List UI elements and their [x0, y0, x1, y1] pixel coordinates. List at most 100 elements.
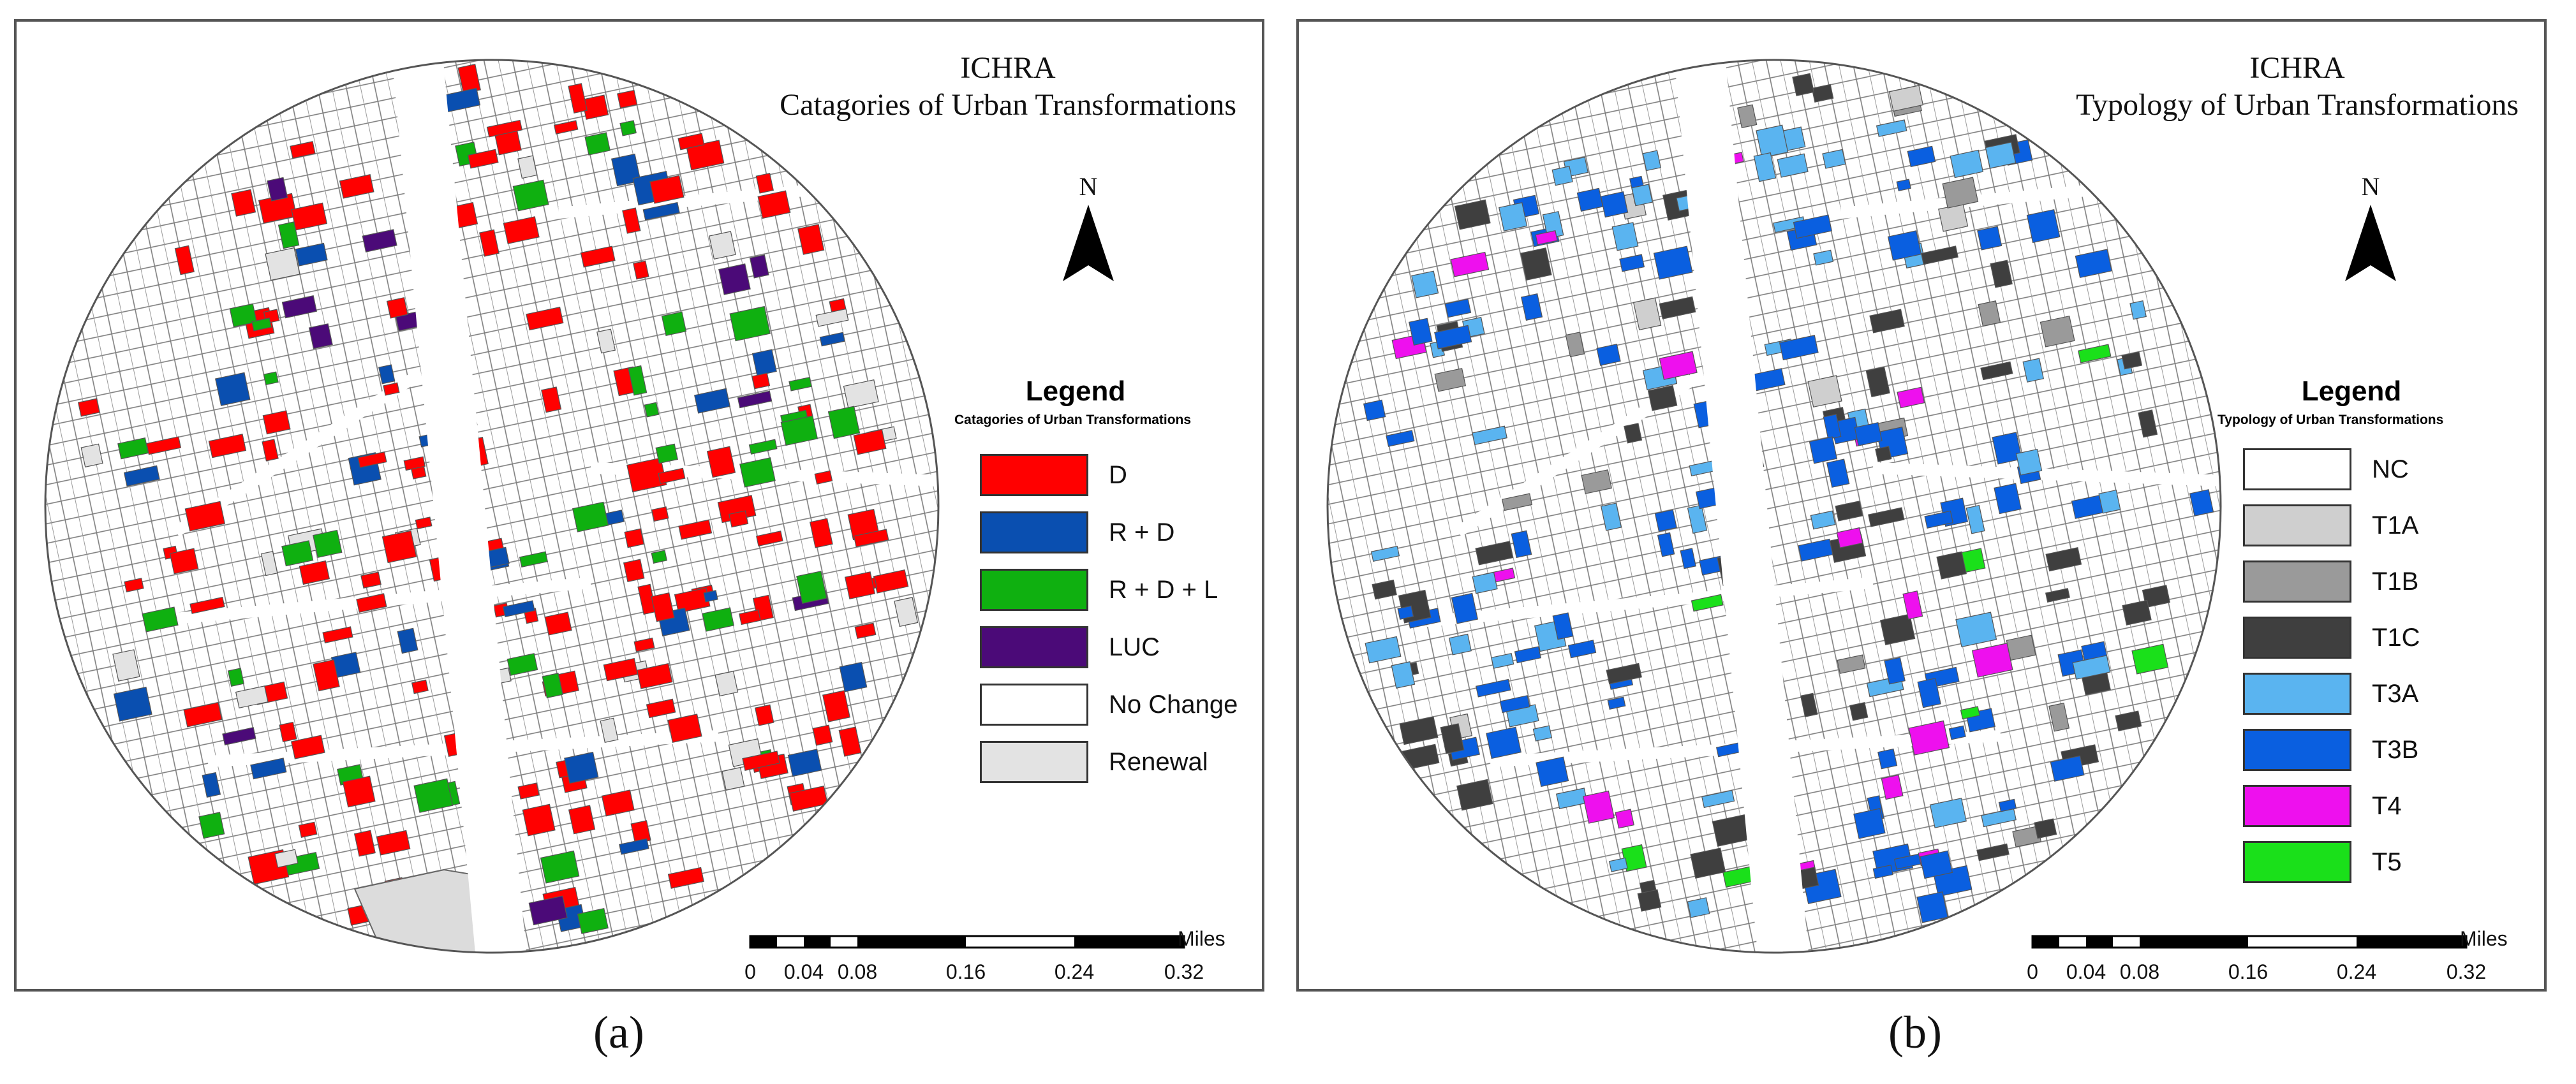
transformed-parcel: [222, 727, 256, 745]
legend-label: LUC: [1109, 633, 1160, 661]
transformed-parcel: [1551, 166, 1573, 186]
transformed-parcel: [644, 402, 660, 418]
map-title-line2: Typology of Urban Transformations: [2076, 88, 2519, 122]
transformed-parcel: [1454, 199, 1491, 230]
legend-items: NC T1A T1B T1C T3A T3B T4 T5: [2217, 447, 2517, 884]
transformed-parcel: [1476, 678, 1511, 698]
transformed-parcel: [819, 332, 845, 347]
study-area-boundary: [1326, 59, 2222, 954]
transformed-parcel: [1985, 142, 2017, 169]
transformed-parcel: [843, 379, 879, 409]
legend-label: R + D + L: [1109, 575, 1218, 604]
transformed-parcel: [1977, 226, 2002, 251]
transformed-parcel: [342, 775, 376, 808]
map-panel-a: ICHRA Catagories of Urban Transformation…: [14, 19, 1264, 992]
scale-tick: 0.24: [2336, 960, 2377, 983]
transformed-parcel: [622, 207, 641, 234]
transformed-parcel: [1391, 661, 1416, 689]
transformed-parcel: [749, 254, 769, 279]
scale-tick: 0: [744, 960, 756, 983]
legend-swatch: [980, 569, 1088, 611]
transformed-parcel: [703, 590, 718, 603]
scale-bar-graphic: [749, 935, 1185, 949]
transformed-parcel: [633, 637, 655, 652]
transformed-parcel: [202, 772, 221, 798]
scale-bar: Miles 0 0.04 0.08 0.16 0.24 0.32: [2026, 927, 2511, 989]
transformed-parcel: [1990, 260, 2013, 288]
transformed-parcel: [853, 428, 887, 455]
transformed-parcel: [2026, 209, 2061, 244]
transformed-parcel: [1399, 716, 1439, 745]
north-arrow-icon: [2345, 205, 2396, 281]
transformed-parcel: [651, 550, 668, 564]
transformed-parcel: [1992, 432, 2023, 465]
transformed-parcel: [1753, 152, 1777, 182]
transformed-parcel: [1499, 202, 1528, 231]
transformed-parcel: [1902, 590, 1923, 620]
transformed-parcel: [281, 295, 318, 319]
transformed-parcel: [517, 782, 540, 800]
transformed-parcel: [1552, 612, 1574, 640]
transformed-parcel: [1875, 446, 1892, 462]
transformed-parcel: [2138, 409, 2158, 438]
transformed-parcel: [1600, 191, 1629, 218]
legend-title: Legend: [1025, 376, 1126, 407]
scale-tick: 0.16: [2228, 960, 2269, 983]
north-arrow-icon: [1063, 205, 1114, 281]
transformed-parcel: [1887, 230, 1922, 261]
transformed-parcel: [1642, 150, 1661, 172]
legend-label: T1C: [2372, 623, 2420, 652]
legend-swatch: [2243, 560, 2351, 603]
legend-swatch: [2243, 448, 2351, 490]
map-title-line1: ICHRA: [960, 51, 1056, 85]
transformed-parcel: [146, 436, 182, 455]
legend-swatch: [2243, 729, 2351, 771]
transformed-parcel: [1680, 548, 1697, 569]
railway-corridor: [390, 60, 530, 953]
transformed-parcel: [739, 609, 761, 626]
transformed-parcel: [1792, 73, 1815, 96]
transformed-parcel: [2131, 643, 2169, 675]
transformed-parcel: [260, 551, 278, 576]
legend-swatch: [980, 626, 1088, 668]
transformed-parcel: [1826, 458, 1850, 488]
transformed-parcel: [486, 119, 523, 138]
transformed-parcel: [580, 245, 616, 268]
transformed-parcel: [755, 172, 774, 194]
transformed-parcel: [1615, 809, 1634, 829]
transformed-parcel: [1514, 646, 1542, 664]
transformed-parcel: [360, 571, 381, 589]
transformed-parcel: [339, 174, 374, 199]
transformed-parcel: [1434, 368, 1467, 392]
transformed-parcel: [853, 529, 889, 548]
transformed-parcel: [1822, 149, 1846, 169]
transformed-parcel: [1486, 726, 1521, 759]
transformed-parcel: [415, 516, 433, 530]
transformed-parcel: [376, 830, 411, 856]
transformed-parcel: [1691, 594, 1724, 612]
transformed-parcel: [603, 657, 639, 682]
transformed-parcel: [279, 721, 297, 743]
transformed-parcel: [507, 653, 538, 676]
transformed-parcel: [1877, 748, 1898, 770]
transformed-parcel: [540, 850, 580, 884]
transformed-parcel: [1907, 145, 1936, 168]
transformed-parcel: [227, 668, 245, 687]
transformed-parcel: [1865, 366, 1890, 398]
transformed-parcel: [278, 221, 300, 249]
transformed-parcel: [1998, 798, 2017, 812]
transformed-parcel: [142, 606, 179, 633]
transformed-parcel: [788, 786, 828, 812]
transformed-parcel: [1809, 436, 1838, 464]
transformed-parcel: [1920, 850, 1953, 879]
transformed-parcel: [403, 456, 426, 471]
transformed-parcel: [2077, 344, 2112, 363]
transformed-parcel: [787, 749, 822, 777]
transformed-parcel: [274, 849, 299, 868]
legend-item-t1b: T1B: [2243, 559, 2517, 604]
transformed-parcel: [413, 778, 454, 813]
transformed-parcel: [702, 607, 735, 632]
transformed-parcel: [1647, 385, 1678, 411]
legend-swatch: [2243, 785, 2351, 827]
transformed-parcel: [198, 812, 225, 839]
